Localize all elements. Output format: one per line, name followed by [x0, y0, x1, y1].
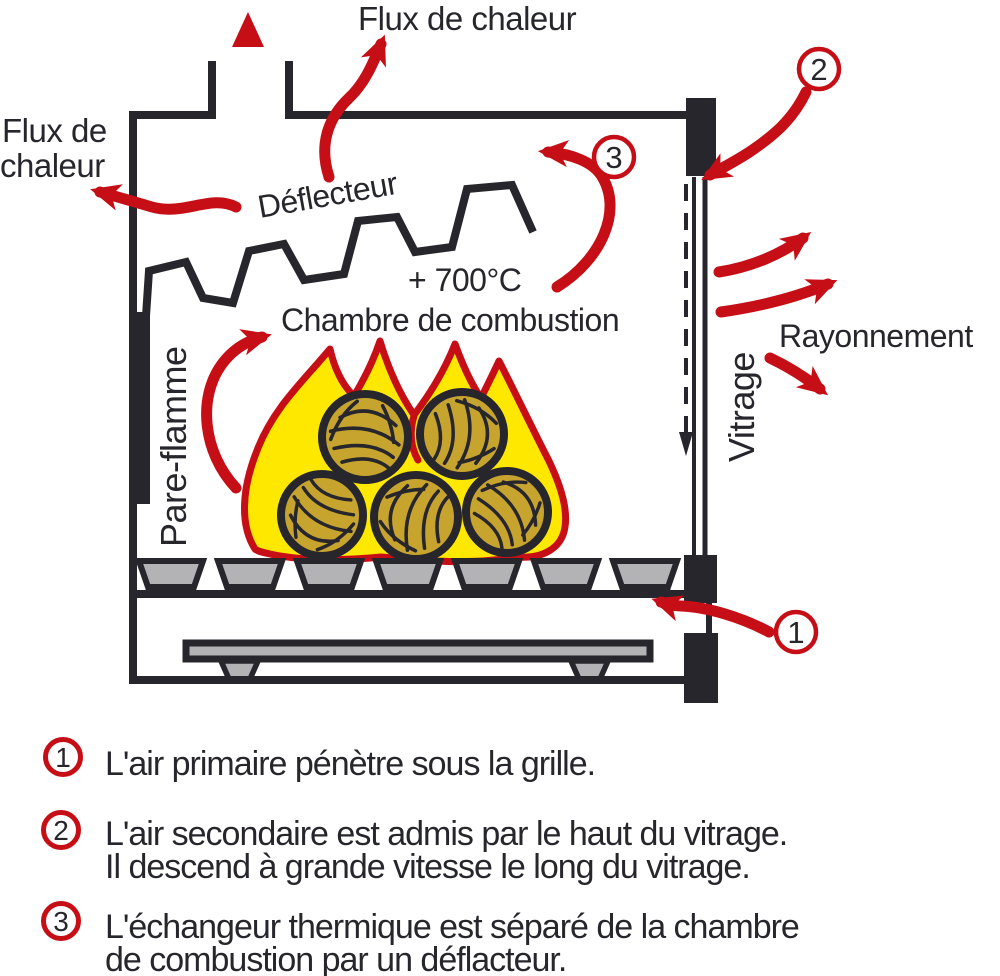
chimney-arrow-icon: [232, 12, 264, 47]
door-frame-top-block: [686, 98, 716, 176]
legend: 1 L'air primaire pénètre sous la grille.…: [41, 737, 800, 976]
legend-3-line2: de combustion par un déflacteur.: [105, 941, 566, 976]
badge-1-number: 1: [787, 615, 804, 650]
combustion-chamber-label: Chambre de combustion: [281, 302, 619, 338]
radiation-arrow: [764, 352, 828, 396]
legend-1-number: 1: [55, 742, 71, 773]
legend-3-line1: L'échangeur thermique est séparé de la c…: [105, 908, 799, 946]
glass-downflow-arrowhead-icon: [679, 432, 693, 456]
wall-left-bottom: [129, 61, 702, 684]
radiation-arrow: [715, 278, 838, 318]
heat-flux-left-label-line1: Flux de: [2, 112, 107, 149]
legend-2-number: 2: [53, 815, 69, 846]
air-inlet-channel: [706, 602, 712, 635]
ash-pan: [182, 639, 654, 682]
ash-pan-tray: [182, 639, 654, 663]
radiation-label: Rayonnement: [779, 318, 973, 354]
grate-tooth: [134, 558, 208, 590]
badge-3-number: 3: [605, 140, 622, 175]
legend-item-2: 2 L'air secondaire est admis par le haut…: [41, 810, 788, 886]
log: [370, 471, 462, 563]
log-pile: [274, 388, 555, 563]
grate-tooth: [450, 558, 524, 590]
grate-tooth: [292, 558, 366, 590]
radiation-arrow: [713, 232, 812, 278]
grate-tooth: [371, 558, 445, 590]
grate-tooth: [529, 558, 603, 590]
heat-flux-left-label-line2: chaleur: [0, 147, 105, 184]
legend-1-line1: L'air primaire pénètre sous la grille.: [105, 745, 595, 783]
heat-flux-top-label: Flux de chaleur: [358, 0, 577, 37]
exchanger-arrow: [537, 140, 616, 293]
legend-item-3: 3 L'échangeur thermique est séparé de la…: [41, 901, 800, 976]
primary-air-arrow: [651, 595, 775, 638]
deflector-baffle: [142, 180, 537, 317]
log: [462, 464, 555, 557]
diagram-badges: 2 3 1: [591, 46, 842, 655]
grate: [129, 558, 702, 598]
wall-top-right: [285, 61, 688, 119]
heat-flux-left-arrow: [90, 184, 242, 215]
badge-3: 3: [591, 134, 637, 180]
legend-item-1: 1 L'air primaire pénètre sous la grille.: [43, 737, 596, 783]
door-frame-bottom-block: [684, 633, 718, 703]
log: [318, 390, 412, 484]
flow-arrows: [90, 12, 838, 638]
log: [274, 470, 368, 563]
flame-guard-bar: [137, 312, 150, 504]
badge-1: 1: [773, 609, 819, 655]
heat-flux-top-arrow: [319, 34, 387, 183]
legend-2-line2: Il descend à grande vitesse le long du v…: [105, 848, 750, 886]
stove-body: [129, 61, 702, 684]
secondary-air-arrow: [701, 86, 812, 181]
legend-3-number: 3: [53, 906, 69, 937]
log: [416, 388, 508, 480]
flame-guard-label: Pare-flamme: [153, 346, 194, 547]
glazing-label: Vitrage: [721, 352, 762, 462]
grate-tooth: [213, 558, 287, 590]
door-frame-mid-block: [684, 555, 717, 603]
combustion-air-arrow: [201, 329, 272, 494]
badge-2: 2: [796, 46, 842, 92]
badge-2-number: 2: [810, 52, 827, 87]
grate-tooth: [608, 558, 682, 590]
legend-2-line1: L'air secondaire est admis par le haut d…: [105, 815, 787, 853]
glass-door: [679, 98, 718, 703]
temperature-label: + 700°C: [408, 262, 521, 298]
